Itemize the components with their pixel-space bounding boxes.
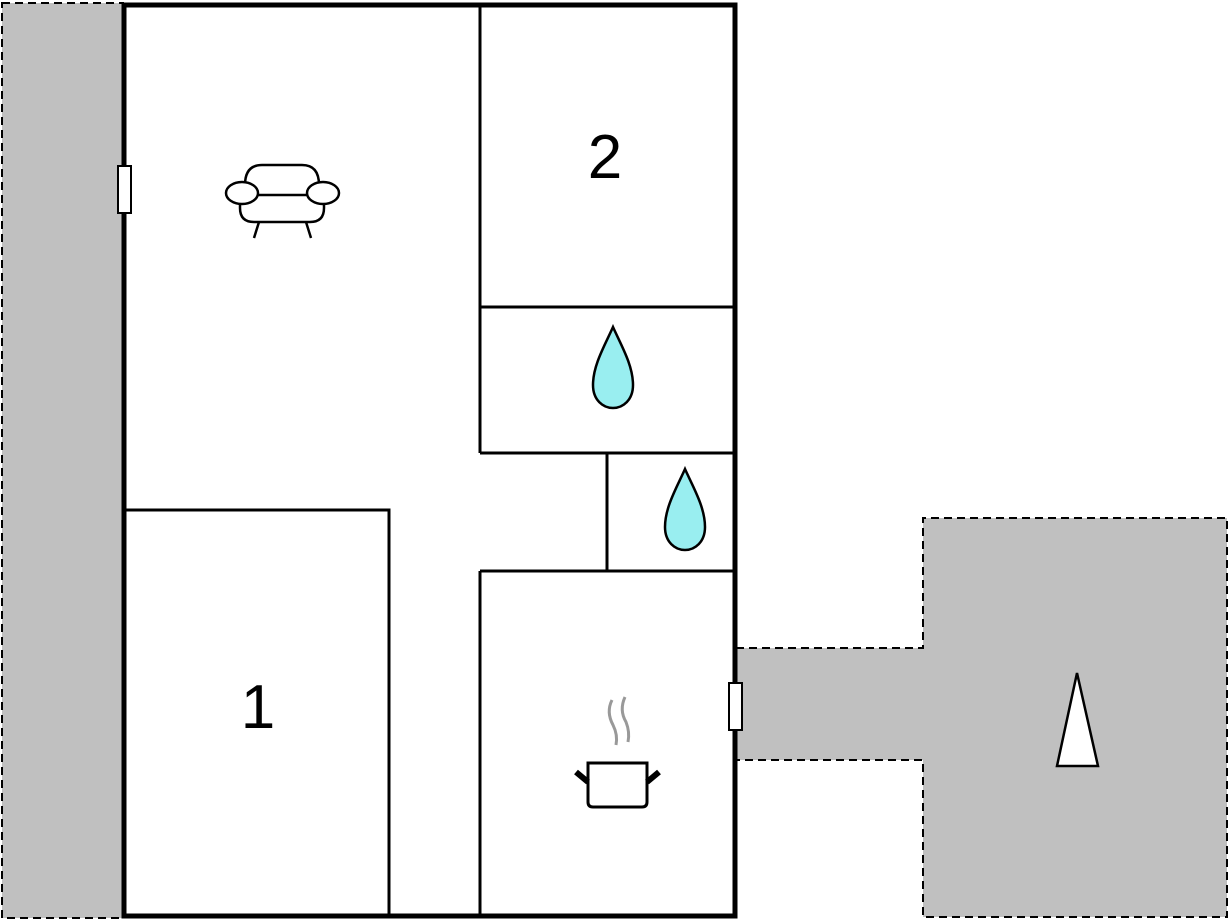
bedroom-2-label: 2 (588, 123, 622, 192)
bathroom-2-walls (478, 453, 736, 917)
parasol-icon (1055, 672, 1100, 768)
terrace-area (736, 517, 1228, 918)
bedroom-1-label: 1 (241, 673, 275, 742)
cooking-pot-icon (574, 696, 661, 809)
water-drop-icon (591, 323, 635, 410)
water-drop-icon (663, 465, 707, 552)
armchair-icon (224, 163, 341, 239)
entrance-door-terrace (728, 682, 743, 731)
bedroom-1-walls (124, 508, 391, 917)
left-outdoor-area (1, 2, 124, 919)
entrance-door-left (117, 165, 132, 214)
